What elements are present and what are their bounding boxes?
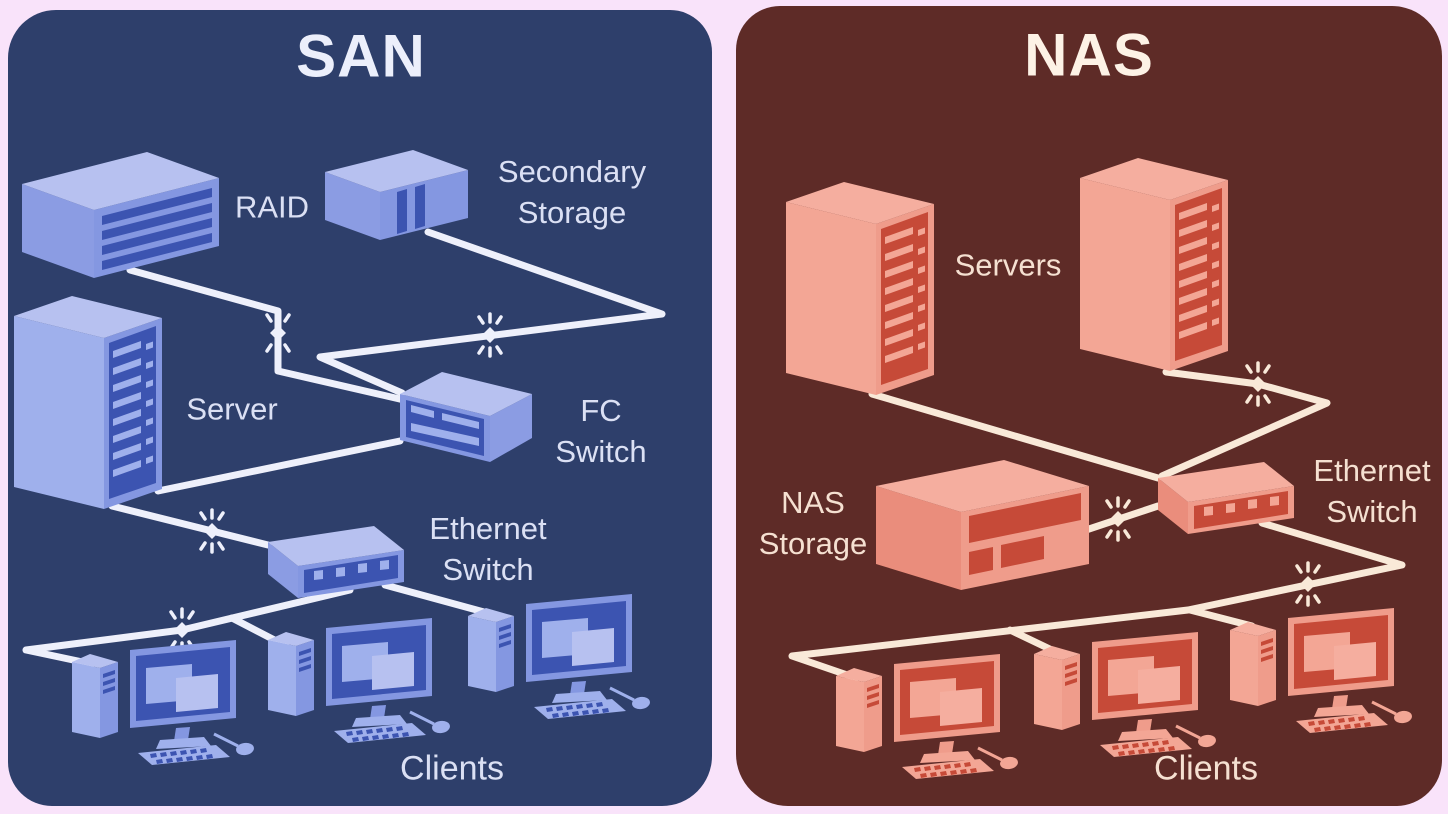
clients-label: Clients bbox=[1154, 749, 1258, 788]
ethernet-switch-label: Ethernet Switch bbox=[429, 511, 547, 587]
san-title: SAN bbox=[296, 22, 426, 90]
server-label: Server bbox=[186, 391, 278, 427]
secondary-storage-label: Secondary Storage bbox=[497, 154, 647, 230]
fc-switch-label: FC Switch bbox=[555, 393, 647, 469]
nas-storage-label: NAS Storage bbox=[758, 485, 868, 561]
raid-label: RAID bbox=[234, 189, 310, 225]
ethernet-switch-label: Ethernet Switch bbox=[1313, 453, 1431, 529]
nas-panel bbox=[736, 6, 1442, 806]
nas-title: NAS bbox=[1024, 21, 1154, 89]
clients-label: Clients bbox=[400, 749, 504, 788]
servers-label: Servers bbox=[954, 247, 1062, 283]
